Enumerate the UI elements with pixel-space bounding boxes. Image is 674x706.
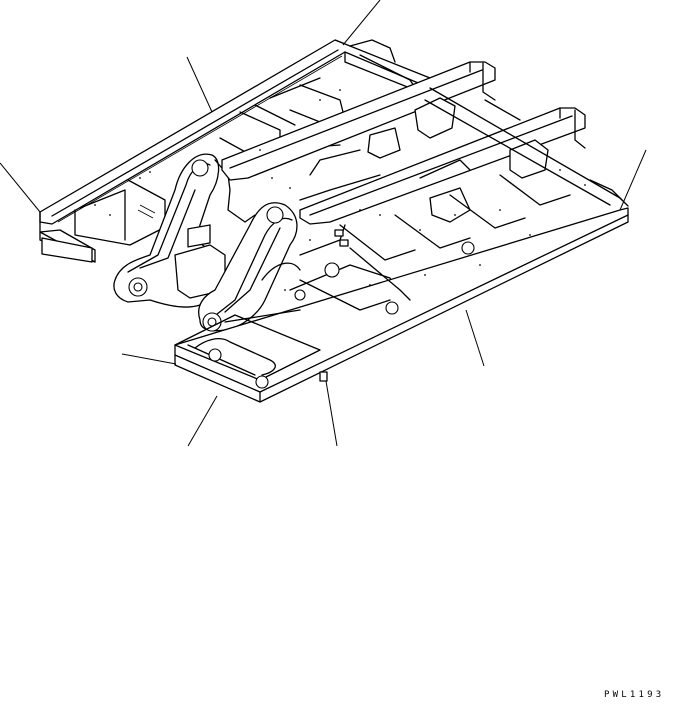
leader-line	[619, 149, 647, 211]
leader-line	[342, 0, 381, 46]
leader-line	[187, 395, 218, 447]
leader-line	[121, 353, 177, 365]
leader-line	[325, 380, 338, 447]
leader-line	[465, 309, 485, 367]
leader-lines	[0, 0, 647, 447]
right-side-rail	[424, 87, 629, 207]
rear-frame-edge	[334, 39, 431, 96]
leader-line	[0, 162, 41, 213]
drawing-code: PWL1193	[604, 690, 665, 700]
bolt-dots	[94, 89, 586, 291]
upper-beam-rear	[221, 61, 496, 181]
front-pocket	[174, 309, 321, 389]
right-deck-panels	[294, 174, 571, 315]
boom-support-right	[198, 202, 301, 332]
leader-line	[186, 56, 213, 113]
boom-support-left	[113, 153, 226, 308]
